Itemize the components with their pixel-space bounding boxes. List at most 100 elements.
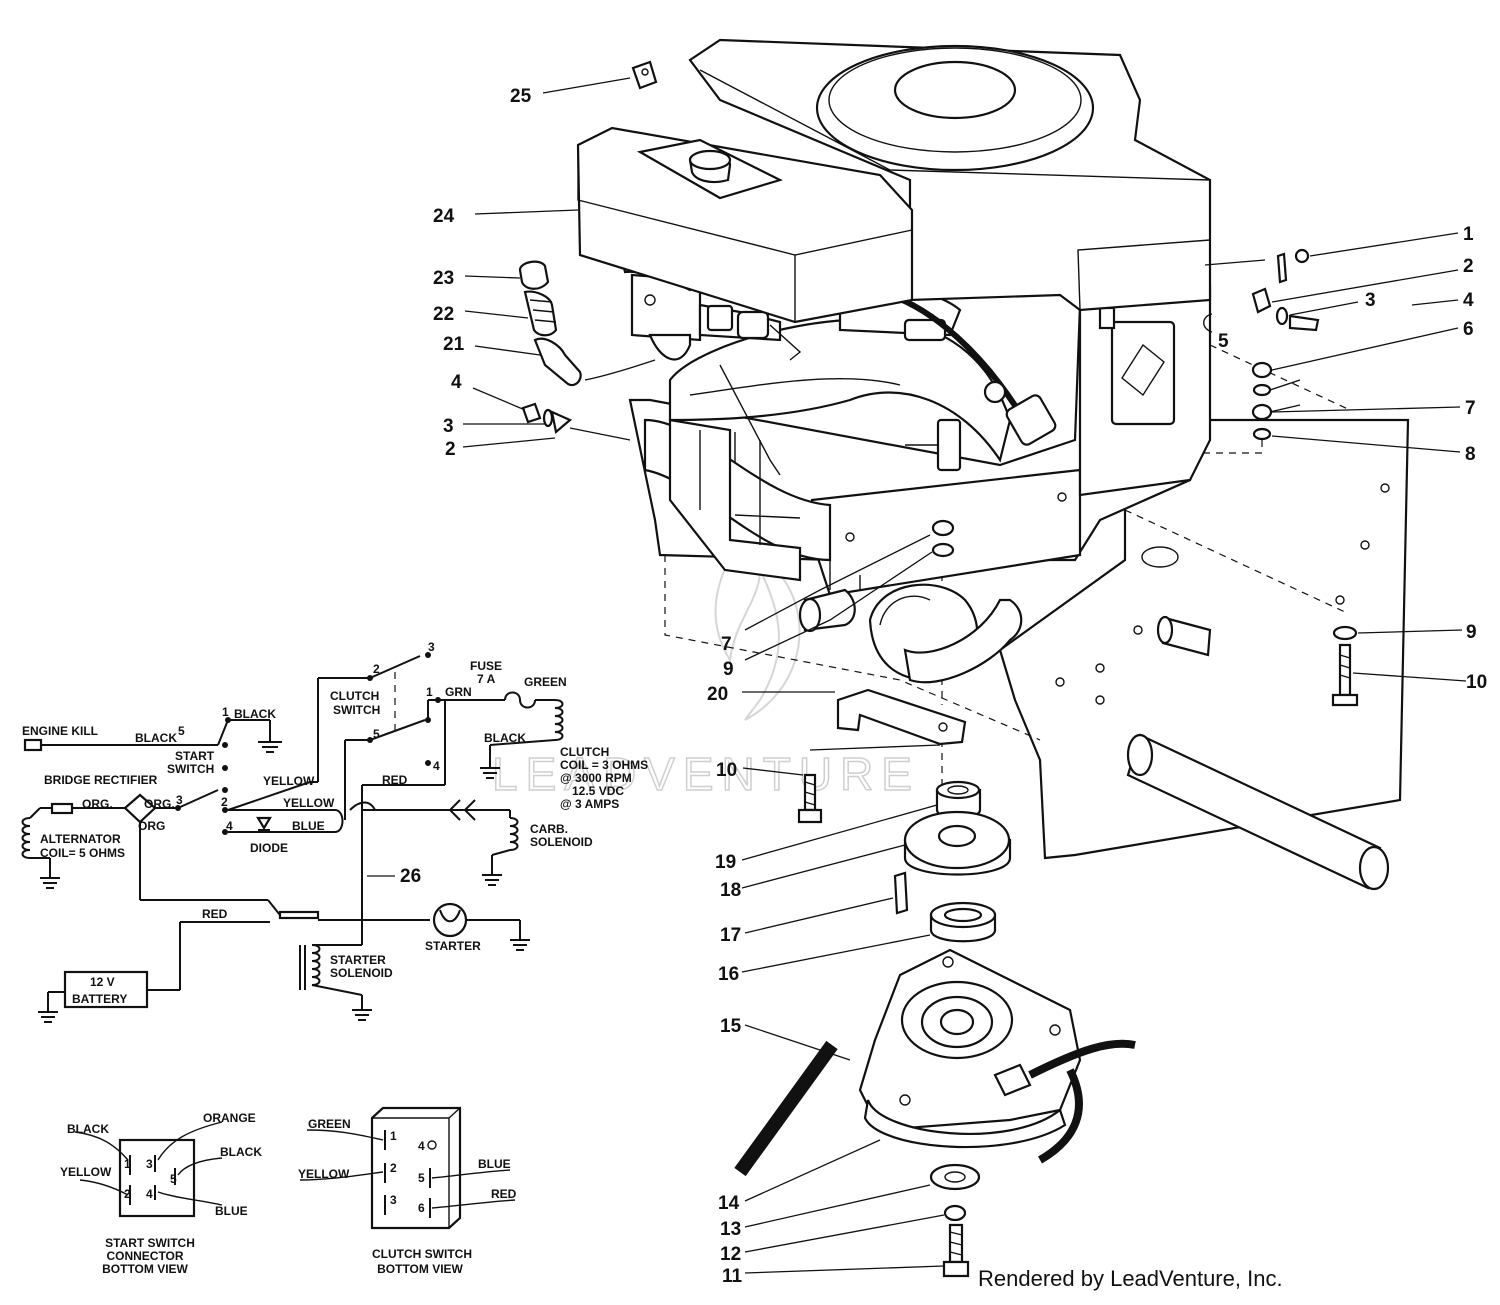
part-7-nut-right: [1251, 403, 1273, 421]
start-caption-2: CONNECTOR: [106, 1249, 183, 1263]
clutch-wire-green: GREEN: [308, 1117, 351, 1131]
pin-clutch-4: 4: [433, 759, 440, 773]
part-1-terminal: [1276, 252, 1288, 284]
part-2-wingnut-left: [550, 410, 573, 435]
start-wire-orange: ORANGE: [203, 1111, 256, 1125]
label-start-switch-1: START: [175, 749, 215, 763]
starter-motor: [432, 902, 468, 938]
callout-4-left: 4: [451, 372, 462, 393]
label-blue: BLUE: [292, 819, 325, 833]
start-pin-1: 1: [124, 1157, 131, 1171]
part-1-nut: [1294, 248, 1310, 264]
start-wire-black-2: BLACK: [220, 1145, 262, 1159]
axle-shaft: [1126, 615, 1390, 891]
start-pin-2: 2: [124, 1187, 131, 1201]
label-black-3: BLACK: [484, 731, 526, 745]
label-diode: DIODE: [250, 841, 288, 855]
callout-7-center: 7: [721, 634, 732, 655]
label-grn: GRN: [445, 685, 472, 699]
label-black-2: BLACK: [234, 707, 276, 721]
label-fuse-2: 7 A: [477, 672, 496, 686]
resistor: [50, 802, 74, 815]
callout-5: 5: [1218, 331, 1229, 352]
callout-7-right: 7: [1465, 398, 1476, 419]
start-pin-5: 5: [170, 1172, 177, 1186]
callout-10-right: 10: [1466, 672, 1487, 693]
label-green: GREEN: [524, 675, 567, 689]
label-carb-solenoid-2: SOLENOID: [530, 835, 593, 849]
callout-12: 12: [720, 1244, 741, 1265]
clutch-pin-6: 6: [418, 1201, 425, 1215]
callout-16: 16: [718, 964, 739, 985]
frame-holes: [1055, 459, 1390, 705]
clutch-connector-body: [370, 1106, 462, 1230]
callout-25: 25: [510, 86, 532, 107]
pin-1: 1: [222, 705, 229, 719]
callout-13: 13: [720, 1219, 741, 1240]
callout-10-center: 10: [716, 760, 737, 781]
diode: [256, 816, 272, 831]
start-caption-3: BOTTOM VIEW: [102, 1262, 188, 1276]
part-22-hose: [523, 290, 558, 337]
label-battery-2: BATTERY: [72, 992, 127, 1006]
label-clutch-coil-4: 12.5 VDC: [572, 784, 624, 798]
label-fuse-1: FUSE: [470, 659, 502, 673]
part-6-nut: [1251, 361, 1273, 379]
label-alternator-2: COIL= 5 OHMS: [40, 846, 125, 860]
label-yellow-2: YELLOW: [283, 796, 335, 810]
alternator-coil: [21, 807, 60, 889]
clutch-pin-3: 3: [390, 1193, 397, 1207]
part-17-key: [893, 871, 909, 915]
engine-logo-plate: [1110, 320, 1176, 426]
callout-3-left: 3: [443, 416, 454, 437]
start-wire-blue: BLUE: [215, 1204, 248, 1218]
callout-24: 24: [433, 206, 455, 227]
clutch-switch-connector: GREEN YELLOW BLUE RED 1 2 3 4 5 6 CLUTCH…: [298, 1106, 517, 1276]
clutch-caption-2: BOTTOM VIEW: [377, 1262, 463, 1276]
starter-solenoid-coil: [299, 920, 372, 1021]
clutch-pin-1: 1: [390, 1129, 397, 1143]
label-black-1: BLACK: [135, 731, 177, 745]
fuel-tank: [576, 126, 914, 324]
clutch-coil: [554, 699, 564, 741]
part-8-washer: [1252, 427, 1272, 441]
clutch-pin-5: 5: [418, 1171, 425, 1185]
clutch-wire-red: RED: [491, 1187, 517, 1201]
pin-clutch-2: 2: [373, 662, 380, 676]
clutch-wire-blue: BLUE: [478, 1157, 511, 1171]
label-org-3: ORG: [138, 819, 165, 833]
label-red-1: RED: [382, 773, 408, 787]
part-13-washer: [929, 1163, 981, 1191]
start-pin-4: 4: [146, 1187, 153, 1201]
start-switch-connector: BLACK YELLOW ORANGE BLACK BLUE 1 3 2 4 5…: [60, 1111, 262, 1276]
part-7-nut-center: [931, 519, 955, 537]
label-clutch-switch-1: CLUTCH: [330, 689, 379, 703]
solenoid-contact: [278, 910, 320, 920]
label-bridge-rectifier: BRIDGE RECTIFIER: [44, 773, 158, 787]
label-start-switch-2: SWITCH: [167, 762, 214, 776]
credit-text: Rendered by LeadVenture, Inc.: [978, 1266, 1283, 1291]
callout-6: 6: [1463, 319, 1474, 340]
callout-15: 15: [720, 1016, 742, 1037]
carb-solenoid: [509, 817, 519, 851]
engine-kill-terminal: [23, 738, 43, 752]
pin-clutch-5: 5: [373, 727, 380, 741]
callout-19: 19: [715, 852, 736, 873]
label-clutch-coil-5: @ 3 AMPS: [560, 797, 619, 811]
callout-1: 1: [1463, 224, 1474, 245]
label-alternator-1: ALTERNATOR: [40, 832, 121, 846]
battery: [63, 970, 149, 1009]
callout-21: 21: [443, 334, 465, 355]
callout-2-left: 2: [445, 439, 456, 460]
label-clutch-coil-2: COIL = 3 OHMS: [560, 758, 648, 772]
callout-23: 23: [433, 268, 454, 289]
fuse: [504, 691, 536, 709]
clutch-caption-1: CLUTCH SWITCH: [372, 1247, 472, 1261]
callout-8: 8: [1465, 444, 1476, 465]
clutch-pin-2: 2: [390, 1161, 397, 1175]
pin-3: 3: [176, 793, 183, 807]
part-23-nut: [518, 260, 550, 290]
watermark-text: LEADVENTURE: [492, 748, 920, 800]
callout-18: 18: [720, 880, 741, 901]
callout-4-right: 4: [1463, 290, 1474, 311]
